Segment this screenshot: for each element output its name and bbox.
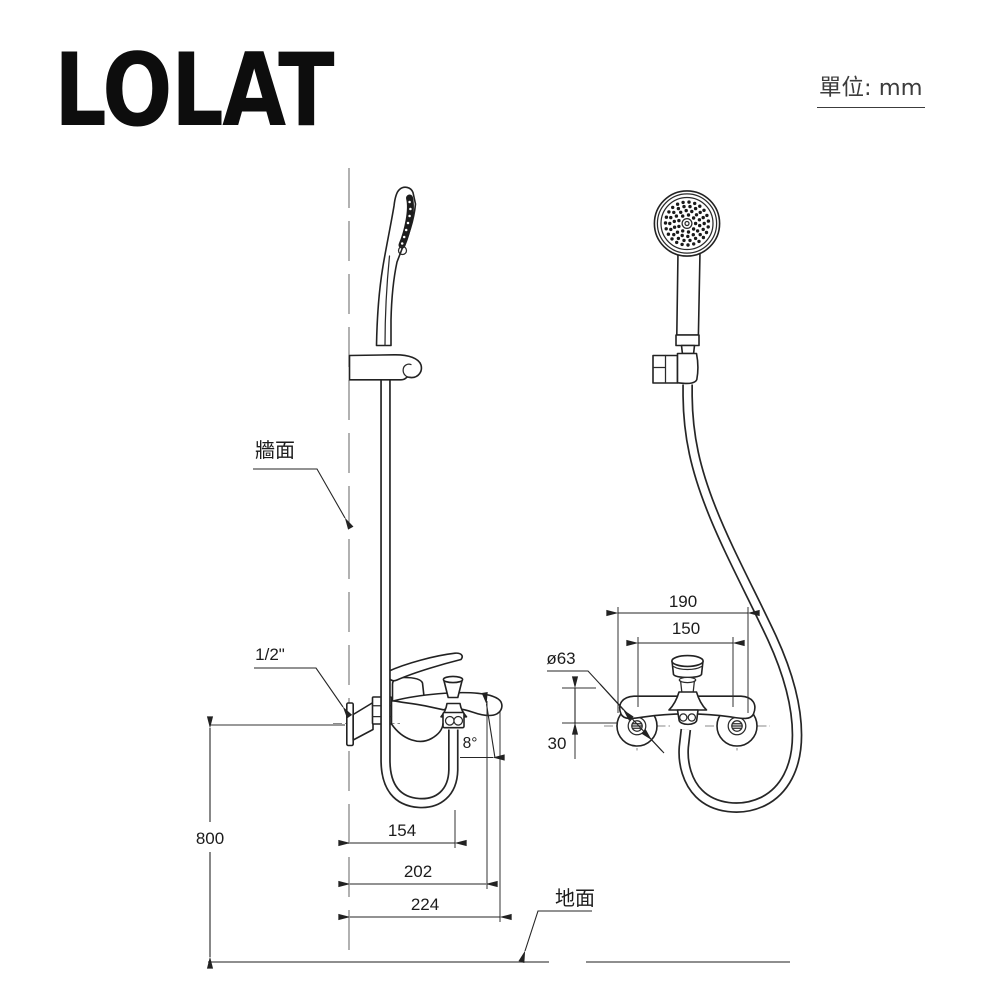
holder-bracket-front: [652, 352, 699, 385]
body-underside-curve: [390, 723, 444, 743]
knob-top: [442, 675, 464, 684]
hose-core-side: [381, 378, 457, 807]
mixer-body-side: [387, 652, 503, 743]
knob-sides: [443, 679, 463, 699]
holder-hook-curl: [402, 363, 413, 379]
dim-154: 154: [338, 821, 467, 847]
neck-sides: [679, 680, 696, 693]
dim-202-text: 202: [404, 862, 432, 881]
bracket-inner-lines: [652, 354, 667, 384]
dim-d63-text: ø63: [546, 649, 575, 668]
diverter-bell-front: [668, 691, 708, 711]
shower-hose-front: [678, 384, 803, 813]
spray-face-circle: [660, 196, 714, 251]
wall-flange-side: [345, 702, 354, 747]
handle-inner-line: [384, 255, 391, 346]
dim-30-text: 30: [548, 734, 567, 753]
dim-30: 30: [548, 676, 579, 753]
dim-154-text: 154: [388, 821, 416, 840]
knob-front-top: [671, 654, 704, 668]
shower-head-front: [653, 190, 721, 257]
dim-190: 190: [606, 592, 760, 617]
handle-cone-nut: [680, 344, 696, 355]
inlet-label-text: 1/2": [255, 645, 285, 664]
annotations: 800 154 202 224 8°: [196, 438, 790, 969]
holder-outline: [348, 353, 423, 381]
dim-angle-8: 8°: [460, 691, 505, 761]
hand-shower-side: [375, 186, 417, 347]
center-hub: [681, 217, 693, 230]
inlet-pipe: [352, 701, 374, 741]
wall-label-text: 牆面: [255, 438, 295, 462]
unit-note: 單位: mm: [817, 70, 925, 108]
outlet-nut-circle: [453, 715, 464, 726]
hose-path-side: [380, 378, 459, 809]
head-ring: [656, 193, 718, 254]
dim-150-text: 150: [672, 619, 700, 638]
outlet-circle: [679, 713, 688, 722]
dim-d63: ø63: [546, 649, 665, 754]
brand-logo: LOLAT: [54, 31, 335, 149]
outlet-nut-circle: [444, 715, 455, 726]
hand-shower-front: [652, 190, 721, 385]
dim-224-text: 224: [411, 895, 439, 914]
dim-224: 224: [338, 895, 512, 921]
spray-face-dots-side: [400, 200, 412, 245]
dim-800-text: 800: [196, 829, 224, 848]
diverter-knob-side: [442, 675, 464, 699]
angle-8-text: 8°: [463, 735, 478, 752]
spray-nozzle-dots: [663, 200, 711, 247]
dim-202: 202: [338, 862, 498, 888]
lever-handle-side: [387, 652, 463, 682]
dim-800: 800: [196, 716, 224, 969]
bracket-connector: [676, 352, 699, 385]
shower-holder-side: [348, 353, 423, 381]
extension-lines: [210, 607, 749, 922]
inlet-label-group: 1/2": [254, 645, 353, 719]
dim-150: 150: [626, 619, 745, 647]
wall-label-group: 牆面: [253, 438, 354, 530]
neck-collar: [678, 676, 697, 684]
side-view: [333, 168, 503, 961]
outlet-circle: [687, 713, 697, 722]
mixer-body-front: [618, 654, 756, 726]
knob-front-inner-arc: [672, 665, 703, 671]
handle-front: [676, 250, 701, 336]
lever-knob-front: [671, 654, 704, 693]
hose-core-front: [679, 384, 801, 812]
dim-190-text: 190: [669, 592, 697, 611]
hang-ring: [397, 245, 408, 256]
ground-label-group: 地面: [518, 886, 595, 964]
front-view: [604, 190, 803, 813]
shower-hose-side: [380, 378, 459, 809]
handle-end-cap: [675, 334, 700, 347]
center-hub-inner: [684, 220, 690, 227]
ground-label-text: 地面: [555, 886, 595, 910]
